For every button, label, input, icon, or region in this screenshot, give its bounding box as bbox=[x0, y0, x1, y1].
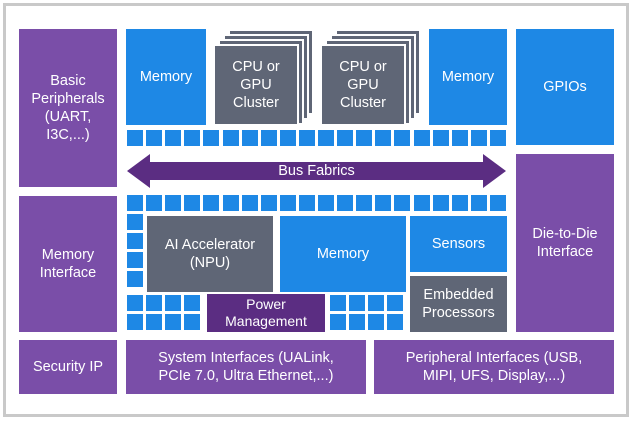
basic-peripherals-block: Basic Peripherals (UART, I3C,...) bbox=[19, 29, 117, 187]
memory-top-left-label: Memory bbox=[139, 69, 193, 85]
interconnect-square bbox=[394, 195, 411, 211]
bus-fabrics-arrow-shape bbox=[127, 154, 506, 188]
ai-accelerator-block: AI Accelerator (NPU) bbox=[147, 216, 273, 292]
interconnect-square bbox=[318, 130, 334, 146]
interconnect-square bbox=[298, 130, 315, 146]
cpu-cluster-1-label: CPU or GPU Cluster bbox=[232, 59, 280, 111]
die-to-die-block: Die-to-Die Interface bbox=[516, 154, 614, 332]
interconnect-square bbox=[203, 195, 220, 211]
interconnect-square bbox=[127, 195, 143, 211]
interconnect-square bbox=[489, 130, 506, 146]
memory-top-right-label: Memory bbox=[441, 69, 495, 85]
interconnect-square bbox=[356, 130, 373, 146]
gpios-label: GPIOs bbox=[543, 79, 587, 95]
interconnect-square bbox=[330, 314, 346, 330]
system-interfaces-block: System Interfaces (UALink, PCIe 7.0, Ult… bbox=[126, 340, 366, 394]
interconnect-square bbox=[127, 295, 143, 311]
interconnect-square bbox=[127, 252, 143, 268]
security-ip-block: Security IP bbox=[19, 340, 117, 394]
peripheral-interfaces-label: Peripheral Interfaces (USB, MIPI, UFS, D… bbox=[405, 350, 583, 384]
interconnect-square bbox=[451, 195, 468, 211]
basic-peripherals-label: Basic Peripherals (UART, I3C,...) bbox=[31, 73, 105, 143]
cpu-cluster-1-block: CPU or GPU Cluster bbox=[213, 44, 299, 126]
interconnect-square bbox=[184, 130, 201, 146]
interconnect-square bbox=[165, 314, 182, 330]
power-management-label: Power Management bbox=[225, 296, 307, 329]
interconnect-square bbox=[165, 195, 182, 211]
memory-interface-label: Memory Interface bbox=[39, 247, 97, 281]
interconnect-square bbox=[413, 130, 430, 146]
peripheral-interfaces-block: Peripheral Interfaces (USB, MIPI, UFS, D… bbox=[374, 340, 614, 394]
interconnect-square bbox=[146, 314, 163, 330]
interconnect-square bbox=[489, 195, 506, 211]
interconnect-square bbox=[222, 195, 239, 211]
interconnect-square bbox=[387, 295, 404, 311]
interconnect-square bbox=[184, 314, 201, 330]
bus-fabrics-label: Bus Fabrics bbox=[278, 163, 355, 179]
sensors-block: Sensors bbox=[410, 216, 507, 272]
memory-middle-block: Memory bbox=[280, 216, 406, 292]
interconnect-square bbox=[127, 130, 143, 146]
interconnect-square bbox=[184, 195, 201, 211]
security-ip-label: Security IP bbox=[32, 359, 104, 375]
interconnect-square bbox=[432, 195, 449, 211]
interconnect-square bbox=[349, 295, 366, 311]
memory-interface-block: Memory Interface bbox=[19, 196, 117, 332]
interconnect-square bbox=[146, 295, 163, 311]
interconnect-square bbox=[451, 130, 468, 146]
interconnect-square bbox=[279, 195, 296, 211]
interconnect-square bbox=[432, 130, 449, 146]
interconnect-square bbox=[241, 195, 258, 211]
memory-middle-label: Memory bbox=[316, 246, 370, 262]
power-management-block: Power Management bbox=[207, 294, 325, 332]
interconnect-square bbox=[470, 195, 487, 211]
interconnect-square bbox=[337, 130, 354, 146]
interconnect-square bbox=[241, 130, 258, 146]
system-interfaces-label: System Interfaces (UALink, PCIe 7.0, Ult… bbox=[158, 350, 334, 384]
ai-accelerator-label: AI Accelerator (NPU) bbox=[164, 237, 256, 271]
interconnect-square bbox=[184, 295, 201, 311]
interconnect-square bbox=[337, 195, 354, 211]
interconnect-square bbox=[470, 130, 487, 146]
interconnect-square bbox=[127, 314, 143, 330]
interconnect-square bbox=[330, 295, 346, 311]
embedded-processors-label: Embedded Processors bbox=[422, 287, 495, 321]
cpu-cluster-2-block: CPU or GPU Cluster bbox=[320, 44, 406, 126]
interconnect-square bbox=[222, 130, 239, 146]
interconnect-square bbox=[146, 195, 163, 211]
interconnect-square bbox=[298, 195, 315, 211]
gpios-block: GPIOs bbox=[516, 29, 614, 145]
interconnect-square bbox=[318, 195, 334, 211]
interconnect-square bbox=[368, 295, 385, 311]
memory-top-left-block: Memory bbox=[126, 29, 206, 125]
interconnect-square bbox=[368, 314, 385, 330]
interconnect-square bbox=[260, 195, 277, 211]
interconnect-square bbox=[146, 130, 163, 146]
interconnect-square bbox=[387, 314, 404, 330]
cpu-cluster-2-label: CPU or GPU Cluster bbox=[339, 59, 387, 111]
interconnect-square bbox=[260, 130, 277, 146]
interconnect-square bbox=[349, 314, 366, 330]
interconnect-square bbox=[203, 130, 220, 146]
interconnect-square bbox=[165, 295, 182, 311]
interconnect-square bbox=[375, 195, 392, 211]
embedded-processors-block: Embedded Processors bbox=[410, 276, 507, 332]
interconnect-square bbox=[165, 130, 182, 146]
interconnect-square bbox=[127, 214, 143, 230]
die-to-die-label: Die-to-Die Interface bbox=[532, 226, 598, 260]
interconnect-square bbox=[356, 195, 373, 211]
interconnect-square bbox=[375, 130, 392, 146]
interconnect-square bbox=[127, 233, 143, 249]
interconnect-square bbox=[127, 271, 143, 287]
sensors-label: Sensors bbox=[431, 236, 486, 252]
bus-fabrics-block: Bus Fabrics bbox=[150, 162, 483, 180]
interconnect-square bbox=[394, 130, 411, 146]
interconnect-square bbox=[279, 130, 296, 146]
memory-top-right-block: Memory bbox=[429, 29, 507, 125]
interconnect-square bbox=[413, 195, 430, 211]
